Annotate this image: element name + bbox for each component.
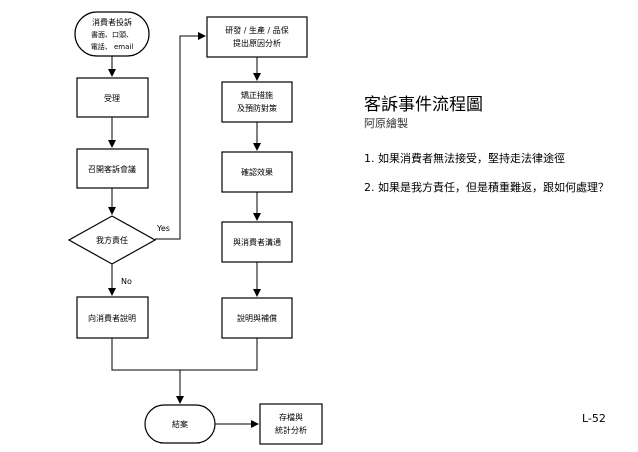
consumer-complaint-line2: 書面、口頭、	[91, 30, 133, 39]
edge-decision-yes-to-analysis	[155, 32, 206, 240]
edge-compensate-to-merge	[180, 338, 258, 371]
diagram-author: 阿原繪製	[364, 117, 408, 130]
analysis-line2: 提出原因分析	[233, 38, 281, 48]
node-close-case: 結案	[144, 404, 216, 444]
explain-to-consumer-label: 向消費者說明	[88, 313, 136, 323]
note-2: 2. 如果是我方責任，但是積重難返，跟如何處理？	[364, 181, 609, 194]
node-our-responsibility: 我方責任	[67, 215, 157, 265]
explain-compensate-label: 說明與補償	[237, 313, 277, 323]
consumer-complaint-line1: 消費者投訴	[92, 17, 132, 27]
no-label: No	[121, 277, 132, 286]
our-responsibility-label: 我方責任	[96, 235, 128, 245]
corrective-line2: 及預防對策	[237, 103, 277, 113]
close-case-label: 結案	[172, 419, 188, 429]
communicate-label: 與消費者溝通	[233, 237, 281, 247]
node-accept: 受理	[76, 77, 149, 118]
edge-explain-to-merge	[111, 338, 180, 371]
node-archive: 存檔與 統計分析	[259, 403, 323, 445]
confirm-effect-label: 確認效果	[241, 167, 273, 177]
node-consumer-complaint: 消費者投訴 書面、口頭、 電話、 email	[74, 11, 150, 57]
sidebar: 客訴事件流程圖 阿原繪製 1. 如果消費者無法接受，堅持走法律途徑 2. 如果是…	[364, 94, 626, 208]
note-1: 1. 如果消費者無法接受，堅持走法律途徑	[364, 152, 565, 165]
corrective-line1: 矯正措施	[241, 90, 273, 100]
complaint-meeting-label: 召開客訴會議	[88, 164, 136, 174]
page-number: L-52	[582, 412, 606, 425]
node-confirm-effect: 確認效果	[221, 151, 293, 193]
node-communicate: 與消費者溝通	[221, 221, 293, 263]
yes-label: Yes	[156, 224, 170, 233]
analysis-line1: 研發 / 生產 / 品保	[225, 25, 289, 35]
diagram-title: 客訴事件流程圖	[364, 95, 483, 115]
node-analysis: 研發 / 生產 / 品保 提出原因分析	[206, 16, 308, 58]
archive-line2: 統計分析	[275, 425, 307, 435]
flowchart: Yes No 消費者投訴 書面、口頭、 電話、 email 受理 召開客訴會議 …	[67, 11, 323, 445]
consumer-complaint-line3: 電話、 email	[91, 42, 134, 51]
node-complaint-meeting: 召開客訴會議	[76, 148, 149, 189]
node-explain-compensate: 說明與補償	[221, 297, 293, 339]
node-corrective: 矯正措施 及預防對策	[221, 81, 293, 123]
accept-label: 受理	[104, 93, 120, 103]
archive-line1: 存檔與	[279, 412, 303, 422]
node-explain-to-consumer: 向消費者說明	[76, 296, 149, 339]
connectors	[108, 32, 261, 428]
